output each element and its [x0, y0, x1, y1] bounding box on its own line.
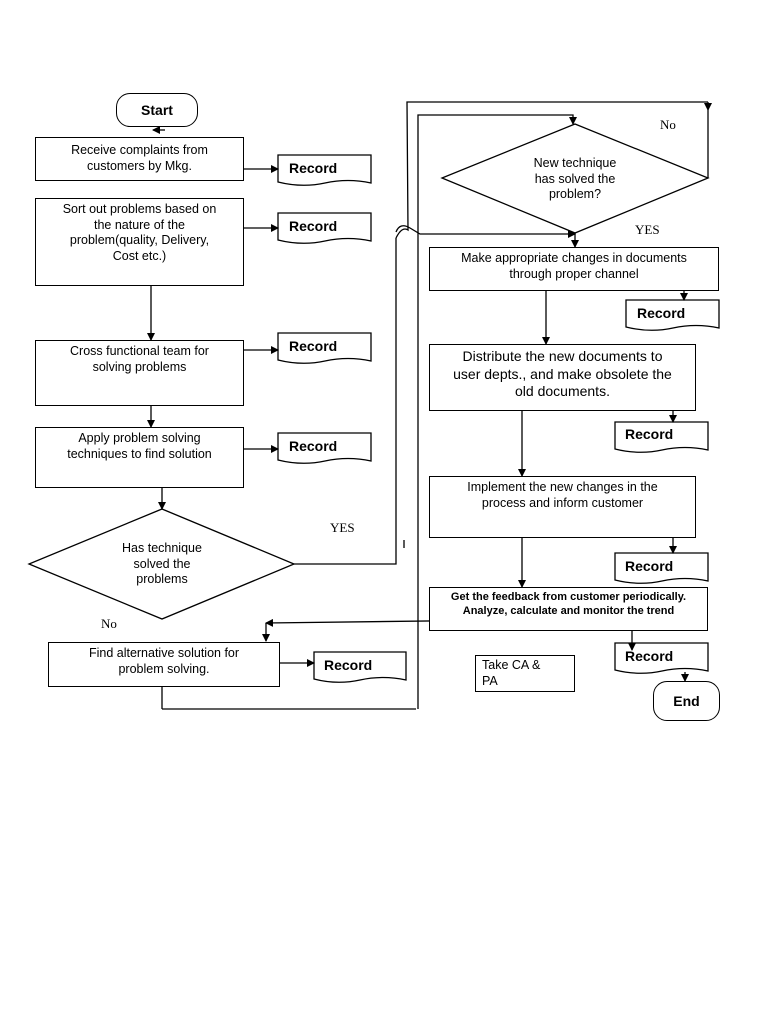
find-alternative-box: Find alternative solution for problem so…: [48, 642, 280, 687]
start-terminal: Start: [116, 93, 198, 127]
record-shape: [625, 299, 720, 331]
distribute-documents-box: Distribute the new documents to user dep…: [429, 344, 696, 411]
has-technique-solved-text: Has technique solved the problems: [122, 541, 202, 587]
end-terminal: End: [653, 681, 720, 721]
no-label-left: No: [101, 616, 117, 631]
new-technique-solved-text: New technique has solved the problem?: [533, 156, 617, 202]
record-label: Record: [289, 438, 338, 454]
take-ca-pa-box: Take CA & PA: [475, 655, 575, 692]
make-changes-box: Make appropriate changes in documents th…: [429, 247, 719, 291]
feedback-box: Get the feedback from customer periodica…: [429, 587, 708, 631]
record-label: Record: [289, 338, 338, 354]
record-shape: [277, 332, 372, 364]
no-label-right: No: [660, 117, 676, 132]
record-shape: [277, 154, 372, 186]
yes-label-right: YES: [635, 222, 660, 237]
apply-techniques-box: Apply problem solving techniques to find…: [35, 427, 244, 488]
cross-functional-team-box: Cross functional team for solving proble…: [35, 340, 244, 406]
implement-changes-box: Implement the new changes in the process…: [429, 476, 696, 538]
record-label: Record: [637, 305, 686, 321]
receive-complaints-box: Receive complaints from customers by Mkg…: [35, 137, 244, 181]
record-shape: [277, 432, 372, 464]
record-label: Record: [625, 648, 674, 664]
decision-diamond-left: [27, 508, 296, 620]
record-label: Record: [289, 218, 338, 234]
yes-label-left: YES: [330, 520, 355, 535]
record-shape: [614, 552, 709, 584]
record-label: Record: [625, 426, 674, 442]
record-label: Record: [324, 657, 373, 673]
record-shape: [614, 421, 709, 453]
record-label: Record: [625, 558, 674, 574]
record-shape: [277, 212, 372, 244]
sort-problems-box: Sort out problems based on the nature of…: [35, 198, 244, 286]
record-shape: [313, 651, 407, 683]
record-label: Record: [289, 160, 338, 176]
record-shape: [614, 642, 709, 674]
